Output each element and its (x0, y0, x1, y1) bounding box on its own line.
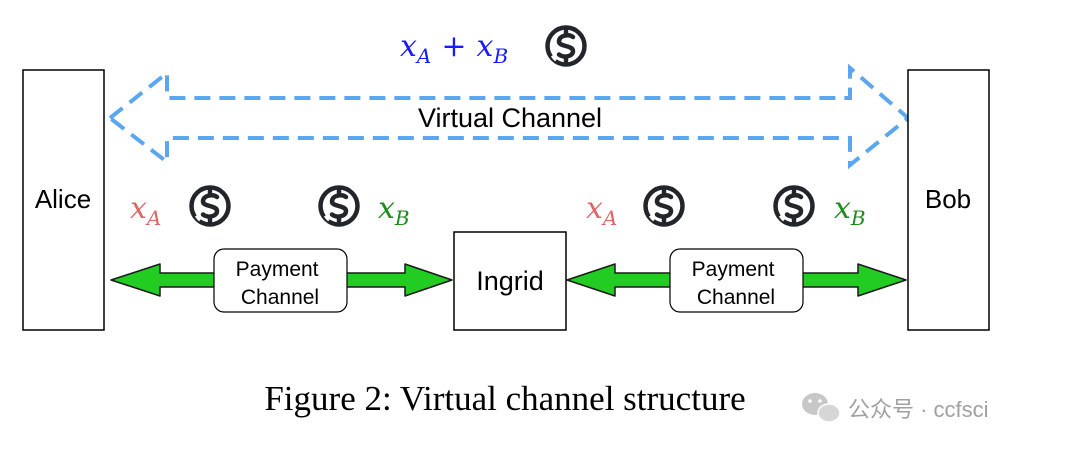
balance-xb-left: xB (378, 191, 410, 230)
bob-box (907, 69, 990, 331)
balance-xa-left: xA (130, 191, 161, 230)
alice-box (22, 69, 105, 331)
ingrid-box (453, 231, 567, 331)
sum-plus: + (441, 29, 466, 64)
wechat-icon (802, 393, 841, 423)
alice-label: Alice (35, 184, 91, 214)
payment-channel-label-right: Payment Channel (692, 258, 781, 309)
payment-channel-box-right (669, 248, 804, 313)
virtual-channel-sum-label: xA+xB (400, 29, 508, 68)
bob-label: Bob (925, 184, 971, 214)
sum-x-b: x (477, 29, 494, 64)
dollar-coin-icon (548, 28, 585, 65)
dollar-coin-icon (192, 188, 229, 225)
balance-xa-right: xA (586, 191, 617, 230)
payment-channel-label-left: Payment Channel (236, 258, 325, 309)
dollar-coin-icon (646, 188, 683, 225)
sum-x-a: x (400, 29, 417, 64)
dollar-coin-icon (321, 188, 358, 225)
balance-xb-right: xB (834, 191, 866, 230)
ingrid-label: Ingrid (476, 266, 544, 296)
payment-channel-box-left (213, 248, 348, 313)
sum-sub-b: B (492, 44, 508, 68)
figure-caption: Figure 2: Virtual channel structure (264, 379, 745, 418)
dollar-coin-icon (776, 188, 813, 225)
sum-sub-a: A (415, 44, 431, 68)
watermark-text: 公众号 · ccfsci (848, 397, 989, 422)
virtual-channel-label: Virtual Channel (418, 103, 602, 133)
